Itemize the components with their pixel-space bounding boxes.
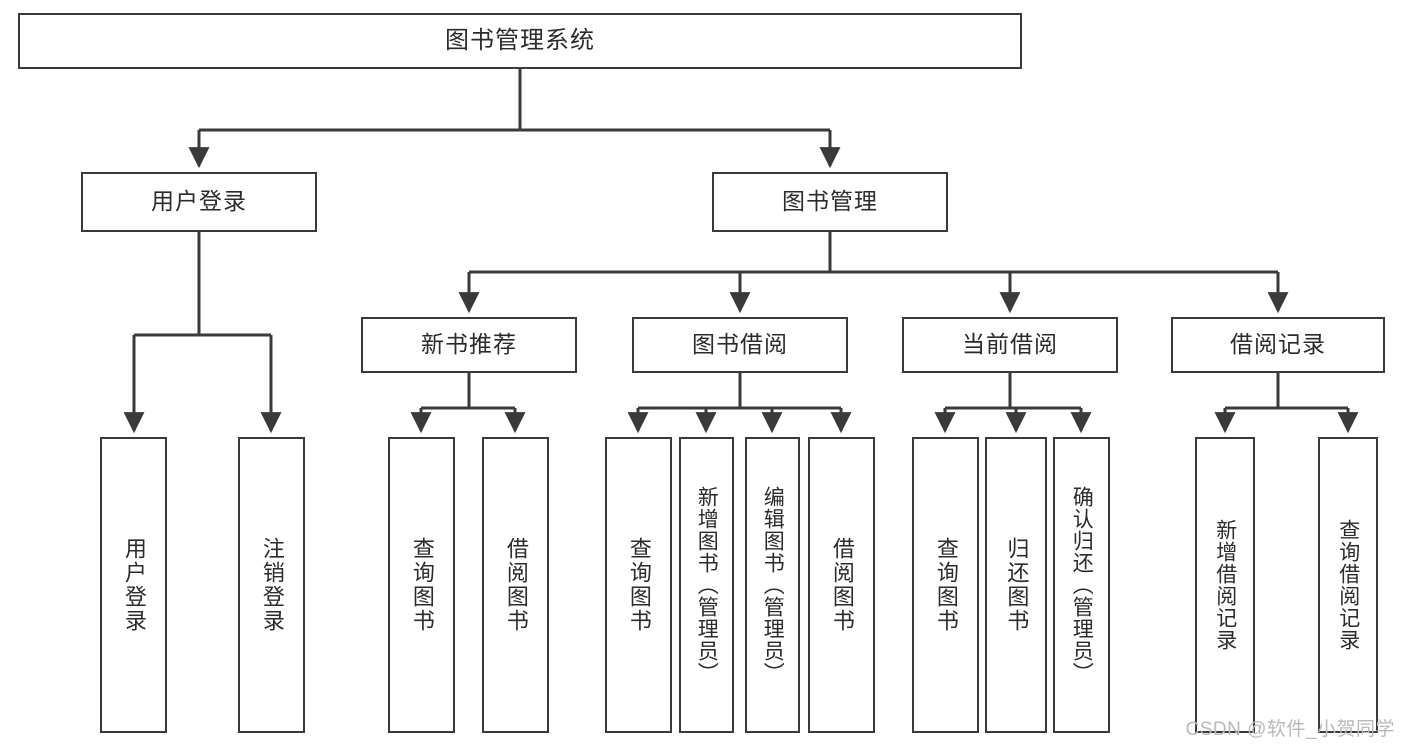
node-current-borrow-label: 当前借阅 — [962, 331, 1058, 358]
node-user-login[interactable]: 用户登录 — [81, 172, 317, 232]
node-leaf-borrow-book-1[interactable]: 借阅图书 — [482, 437, 549, 733]
node-borrow-record[interactable]: 借阅记录 — [1171, 317, 1385, 373]
node-leaf-query-book-1-label: 查询图书 — [409, 537, 435, 633]
node-leaf-edit-book-admin-label: 编辑图书（管理员） — [761, 486, 785, 684]
node-leaf-query-book-3[interactable]: 查询图书 — [912, 437, 979, 733]
node-leaf-user-logout-label: 注销登录 — [259, 537, 285, 633]
node-book-borrow-label: 图书借阅 — [692, 331, 788, 358]
node-root[interactable]: 图书管理系统 — [18, 13, 1022, 69]
node-user-login-label: 用户登录 — [151, 188, 247, 215]
node-current-borrow[interactable]: 当前借阅 — [902, 317, 1118, 373]
node-leaf-add-book-admin[interactable]: 新增图书（管理员） — [679, 437, 734, 733]
node-leaf-query-book-2-label: 查询图书 — [626, 537, 652, 633]
node-leaf-query-book-1[interactable]: 查询图书 — [388, 437, 455, 733]
node-leaf-confirm-return[interactable]: 确认归还（管理员） — [1053, 437, 1110, 733]
node-book-manage-label: 图书管理 — [782, 188, 878, 215]
node-leaf-borrow-book-1-label: 借阅图书 — [503, 537, 529, 633]
node-leaf-return-book[interactable]: 归还图书 — [985, 437, 1047, 733]
node-new-book-recommend[interactable]: 新书推荐 — [361, 317, 577, 373]
node-leaf-return-book-label: 归还图书 — [1004, 537, 1030, 633]
node-leaf-user-logout[interactable]: 注销登录 — [238, 437, 305, 733]
node-leaf-query-book-2[interactable]: 查询图书 — [605, 437, 672, 733]
node-borrow-record-label: 借阅记录 — [1230, 331, 1326, 358]
node-leaf-add-borrow-record[interactable]: 新增借阅记录 — [1195, 437, 1255, 733]
node-leaf-user-login-label: 用户登录 — [121, 537, 147, 633]
node-leaf-confirm-return-label: 确认归还（管理员） — [1070, 486, 1094, 684]
node-book-manage[interactable]: 图书管理 — [712, 172, 948, 232]
csdn-watermark: CSDN @软件_小贺同学 — [1185, 719, 1395, 740]
node-leaf-query-borrow-record-label: 查询借阅记录 — [1336, 519, 1360, 651]
node-leaf-query-borrow-record[interactable]: 查询借阅记录 — [1318, 437, 1378, 733]
node-root-label: 图书管理系统 — [445, 26, 595, 54]
node-leaf-edit-book-admin[interactable]: 编辑图书（管理员） — [745, 437, 800, 733]
node-leaf-add-borrow-record-label: 新增借阅记录 — [1213, 519, 1237, 651]
node-book-borrow[interactable]: 图书借阅 — [632, 317, 848, 373]
node-leaf-borrow-book-2-label: 借阅图书 — [829, 537, 855, 633]
node-leaf-query-book-3-label: 查询图书 — [933, 537, 959, 633]
node-leaf-add-book-admin-label: 新增图书（管理员） — [695, 486, 719, 684]
node-leaf-user-login[interactable]: 用户登录 — [100, 437, 167, 733]
node-leaf-borrow-book-2[interactable]: 借阅图书 — [808, 437, 875, 733]
node-new-book-recommend-label: 新书推荐 — [421, 331, 517, 358]
